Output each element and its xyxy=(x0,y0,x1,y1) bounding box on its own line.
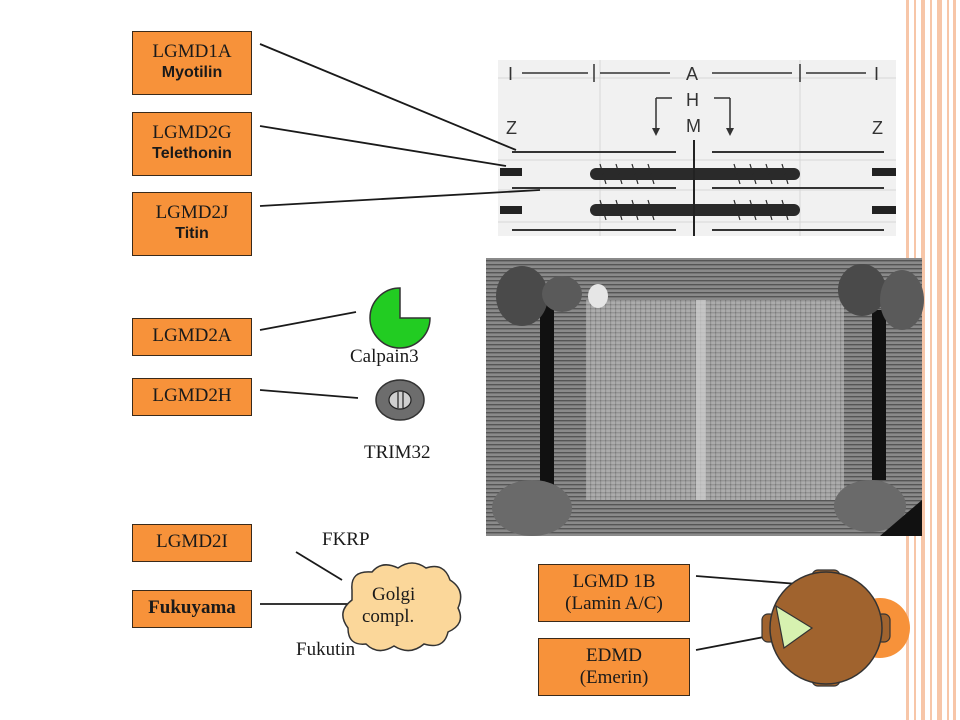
lgmd2i-box: LGMD2I xyxy=(132,524,252,562)
lgmd2g-protein: Telethonin xyxy=(152,145,232,162)
calpain3-icon xyxy=(369,287,431,349)
sarcomere-label-i-right: I xyxy=(874,64,879,84)
fkrp-label: FKRP xyxy=(322,529,370,550)
lgmd1b-box: LGMD 1B (Lamin A/C) xyxy=(538,564,690,622)
trim32-label: TRIM32 xyxy=(364,442,431,463)
lgmd2a-box: LGMD2A xyxy=(132,318,252,356)
edmd-box: EDMD (Emerin) xyxy=(538,638,690,696)
lgmd2h-title: LGMD2H xyxy=(152,385,232,406)
edmd-protein: (Emerin) xyxy=(579,667,649,688)
lgmd2j-title: LGMD2J xyxy=(155,202,229,223)
lgmd1b-protein: (Lamin A/C) xyxy=(565,593,663,614)
lgmd2a-title: LGMD2A xyxy=(152,325,232,346)
sarcomere-label-h: H xyxy=(686,90,699,110)
edmd-title: EDMD xyxy=(586,645,642,666)
sarcomere-label-m: M xyxy=(686,116,701,136)
sarcomere-label-z-right: Z xyxy=(872,118,883,138)
fukuyama-title: Fukuyama xyxy=(148,597,236,618)
sarcomere-label-z-left: Z xyxy=(506,118,517,138)
fukuyama-box: Fukuyama xyxy=(132,590,252,628)
lgmd2g-box: LGMD2G Telethonin xyxy=(132,112,252,176)
fukutin-label: Fukutin xyxy=(296,639,356,660)
lgmd2h-box: LGMD2H xyxy=(132,378,252,416)
trim32-icon xyxy=(375,379,425,421)
sarcomere-label-a: A xyxy=(686,64,698,84)
golgi-icon xyxy=(342,562,462,652)
nucleus-icon xyxy=(761,569,910,687)
lgmd1a-box: LGMD1A Myotilin xyxy=(132,31,252,95)
golgi-compl-label: compl. xyxy=(362,606,415,627)
electron-micrograph xyxy=(486,258,924,536)
calpain3-label: Calpain3 xyxy=(350,346,419,367)
lgmd2j-box: LGMD2J Titin xyxy=(132,192,252,256)
lgmd2j-protein: Titin xyxy=(175,225,209,242)
lgmd2i-title: LGMD2I xyxy=(156,531,228,552)
lgmd1b-title: LGMD 1B xyxy=(572,571,656,592)
lgmd2g-title: LGMD2G xyxy=(152,122,232,143)
sarcomere-schematic: I A I H M Z Z xyxy=(498,60,896,236)
sarcomere-label-i-left: I xyxy=(508,64,513,84)
golgi-label: Golgi xyxy=(372,584,416,605)
lgmd1a-protein: Myotilin xyxy=(161,64,223,81)
lgmd1a-title: LGMD1A xyxy=(152,41,232,62)
